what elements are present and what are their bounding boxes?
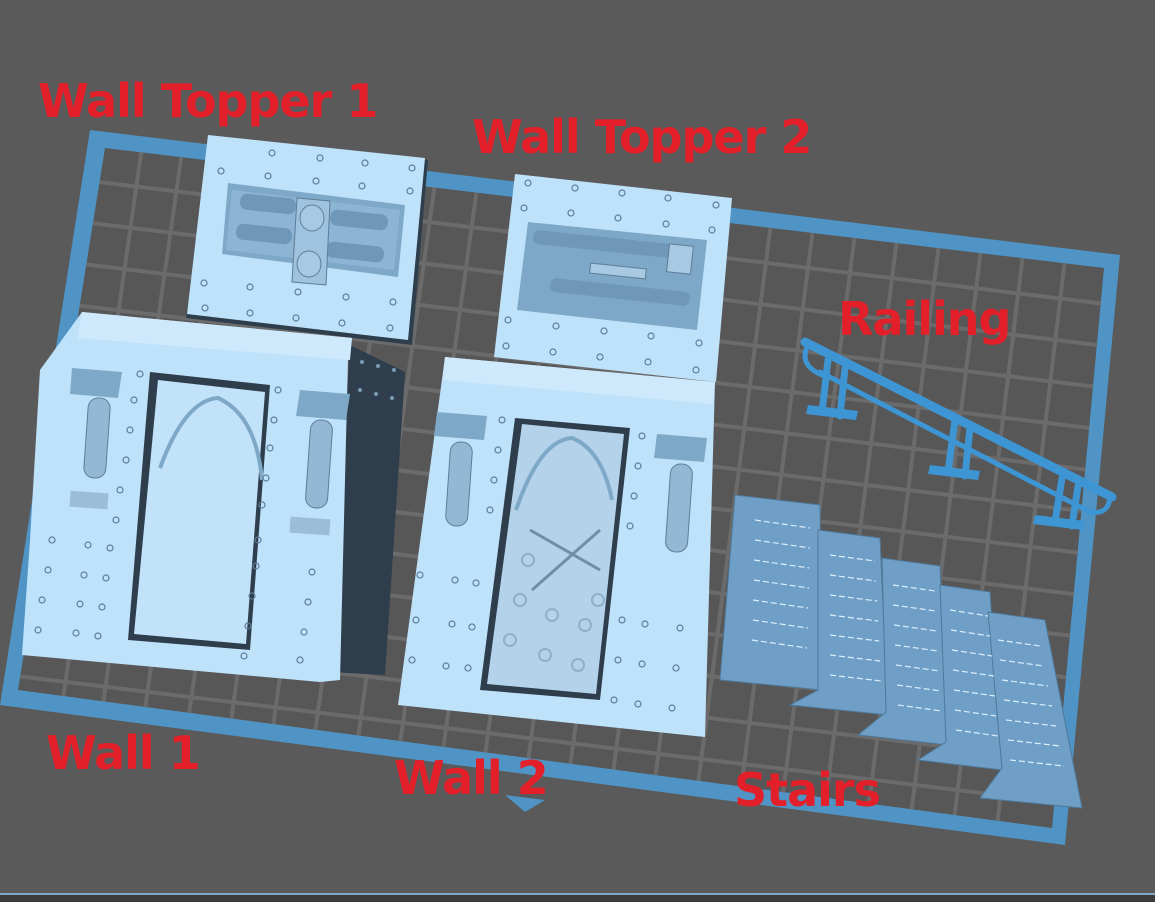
label-wall-topper-1: Wall Topper 1 <box>38 74 378 128</box>
model-wall-2[interactable] <box>398 357 715 737</box>
model-wall-topper-1[interactable] <box>186 135 428 345</box>
label-wall-2: Wall 2 <box>394 751 549 805</box>
model-stairs[interactable] <box>719 494 1083 809</box>
label-wall-1: Wall 1 <box>46 726 201 780</box>
model-railing[interactable] <box>800 337 1117 530</box>
model-wall-topper-2[interactable] <box>494 174 732 382</box>
label-railing: Railing <box>838 292 1011 346</box>
label-stairs: Stairs <box>734 763 881 817</box>
label-wall-topper-2: Wall Topper 2 <box>472 110 812 164</box>
bottom-toolbar-edge <box>0 893 1155 902</box>
model-wall-1[interactable] <box>22 312 405 682</box>
